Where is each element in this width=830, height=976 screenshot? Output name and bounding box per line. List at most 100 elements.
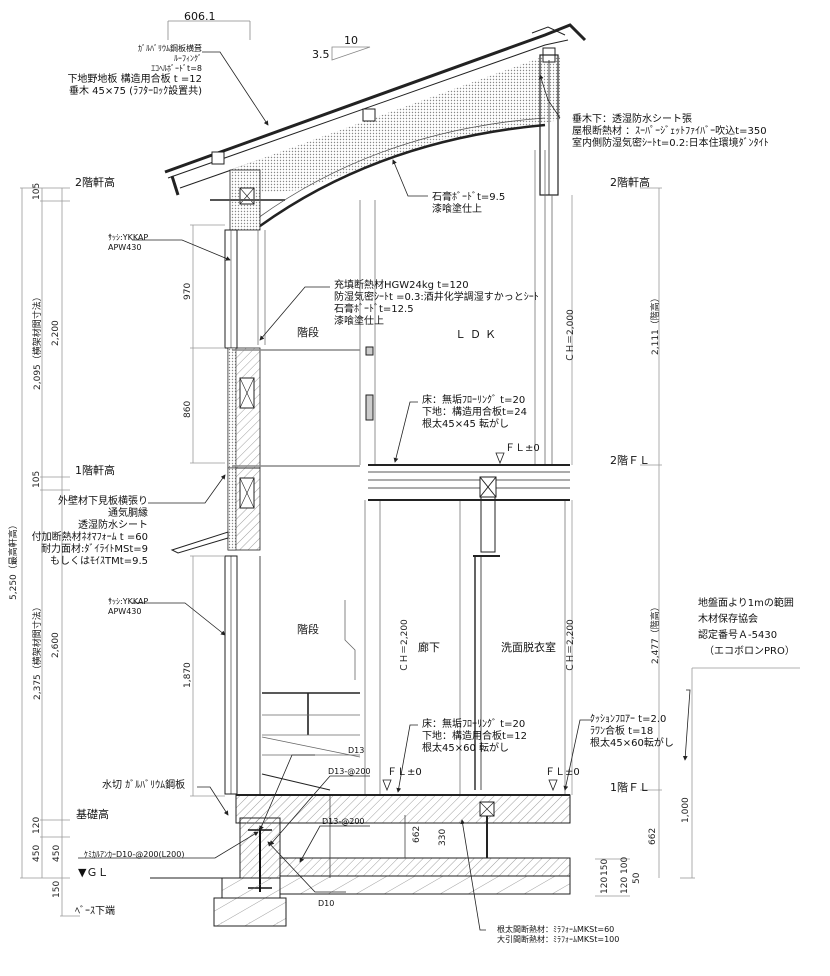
- rebar-d13-200-a: D13-@200: [328, 767, 371, 776]
- wall-furring: 通気胴縁: [108, 508, 148, 519]
- beam-insulation: 大引間断熱材：ﾐﾗﾌｫｰﾑMKSt=100: [497, 935, 620, 944]
- floor2-spec: 床：無垢ﾌﾛｰﾘﾝｸﾞ t=20 下地：構造用合板t=24 根太45×45 転が…: [422, 395, 527, 431]
- roof-insulation: [230, 56, 560, 195]
- leader-lines: [78, 51, 691, 931]
- exterior-wall-mid: [170, 467, 261, 554]
- ceiling-board: 石膏ﾎﾞｰﾄﾞt=9.5: [432, 192, 506, 203]
- floor2-joist: 根太45×45 転がし: [422, 419, 510, 430]
- dim-slab-50: 50: [632, 872, 642, 884]
- right-gable-wall: [539, 54, 559, 196]
- dim-total-5250: 5,250（最高軒高）: [9, 520, 19, 600]
- second-floor-structure: [368, 464, 570, 790]
- dim-base-150: 150: [52, 880, 62, 898]
- ch-wash: ＣＨ＝2,200: [566, 619, 576, 672]
- fl-markers: [382, 452, 558, 792]
- dim-fl1-662: 662: [648, 827, 658, 845]
- level-gl: ▼ＧＬ: [78, 866, 109, 879]
- pitch-rise: 3.5: [312, 48, 330, 61]
- ceiling-finish: 漆喰塗仕上: [432, 204, 482, 215]
- termite-association: 木材保存協会: [698, 614, 758, 625]
- roof-spec-right: 垂木下：透湿防水シート張 屋根断熱材 ：ｽｰﾊﾟｰｼﾞｪｯﾄﾌｧｲﾊﾞｰ吹込t=…: [572, 114, 769, 150]
- top-dimension: [167, 20, 251, 40]
- rebar-d13: D13: [348, 746, 365, 755]
- roof-spec-sheathing: 下地野地板 構造用合板 t =12: [67, 74, 202, 85]
- fl-mark-1f-wash: ＦＬ±0: [545, 767, 580, 778]
- curved-ceiling: [259, 123, 546, 228]
- right-dimension-lines: [329, 187, 800, 897]
- roof-spec-roofing: ﾙｰﾌｨﾝｸﾞ: [174, 54, 202, 63]
- termite-cert: 認定番号Ａ-5430: [698, 630, 778, 641]
- floor1-wet-spec: ｸｯｼｮﾝﾌﾛｱｰ t=2.0 ﾗﾜﾝ合板 t=18 根太45×60転がし: [590, 714, 674, 750]
- wall-insulation: 充填断熱材HGW24kg t=120: [334, 280, 469, 291]
- fl-mark-1f-hall: ＦＬ±0: [387, 767, 422, 778]
- wall-inner-spec: 充填断熱材HGW24kg t=120 防湿気密ｼｰﾄt =0.3:酒井化学調湿す…: [334, 280, 539, 328]
- exterior-wall-upper: [210, 169, 285, 469]
- rebar-d10: D10: [318, 899, 335, 908]
- left-dimension-lines: [20, 187, 225, 917]
- dim-eave-105-lower: 105: [32, 470, 42, 488]
- sash-upper-model: APW430: [108, 243, 142, 252]
- level-fl1-right: 1階ＦＬ: [610, 781, 650, 794]
- wet-joist: 根太45×60転がし: [590, 738, 674, 749]
- dim-found-450b: 450: [52, 844, 62, 862]
- room-stair-lower: 階段: [297, 623, 319, 636]
- dim-upper-story: 2,200: [51, 320, 61, 346]
- dim-lower-frame: 2,375（横架材間寸法）: [33, 602, 43, 700]
- wet-lauan-plywood: ﾗﾜﾝ合板 t=18: [590, 726, 654, 737]
- wall-added-insulation: 付加断熱材ﾈｵﾏﾌｫｰﾑ t =60: [31, 532, 148, 543]
- level-eave2-left: 2階軒高: [75, 176, 115, 189]
- dim-found-450a: 450: [32, 844, 42, 862]
- dim-slab-120b: 120: [620, 876, 630, 894]
- floor1-finish: 床：無垢ﾌﾛｰﾘﾝｸﾞ t=20: [422, 719, 526, 730]
- interior-lines: [257, 150, 566, 795]
- floor2-finish: 床：無垢ﾌﾛｰﾘﾝｸﾞ t=20: [422, 395, 526, 406]
- dim-eave-105-upper: 105: [32, 182, 42, 200]
- room-ldk: ＬＤＫ: [455, 328, 500, 341]
- roof-spec-insulation: 屋根断熱材 ：ｽｰﾊﾟｰｼﾞｪｯﾄﾌｧｲﾊﾞｰ吹込t=350: [572, 126, 767, 137]
- curved-ceiling-inner: [257, 117, 546, 219]
- roof-pitch-triangle: [331, 46, 371, 61]
- ch-hall: ＣＨ＝2,200: [400, 619, 410, 672]
- fl-mark-2f: ＦＬ±0: [505, 443, 540, 454]
- dim-window-970: 970: [183, 282, 193, 300]
- wall-siding: 外壁材下見板横張り: [58, 496, 148, 507]
- ceiling-spec: 石膏ﾎﾞｰﾄﾞt=9.5 漆喰塗仕上: [432, 192, 505, 216]
- roof-spec-vapor: 室内側防湿気密ｼｰﾄt=0.2:日本住環境ﾀﾞﾝﾀｲﾄ: [572, 138, 769, 149]
- room-hall: 廊下: [418, 641, 440, 654]
- roof-spec-galvalume: ｶﾞﾙﾊﾞﾘｳﾑ鋼板横葺: [138, 44, 202, 53]
- sash-lower: ｻｯｼ:YKKAP APW430: [108, 597, 148, 617]
- sash-upper-maker: ｻｯｼ:YKKAP: [108, 233, 149, 242]
- roof-spec-ecohell: ｴｺﾍﾙﾎﾞｰﾄﾞt=8: [151, 64, 202, 73]
- sash-lower-model: APW430: [108, 607, 142, 616]
- foundation: [150, 817, 571, 927]
- anchor-label: ｹﾐｶﾙｱﾝｶｰD10-@200(L200): [84, 850, 185, 859]
- dim-center-662: 662: [412, 825, 422, 843]
- roof-spec-membrane: 垂木下：透湿防水シート張: [572, 114, 692, 125]
- termite-product: （エコボロンPRO）: [704, 646, 795, 657]
- termite-spec: 地盤面より1mの範囲 木材保存協会 認定番号Ａ-5430 （エコボロンPRO）: [698, 596, 795, 660]
- floor1-spec: 床：無垢ﾌﾛｰﾘﾝｸﾞ t=20 下地：構造用合板t=12 根太45×60 転が…: [422, 719, 527, 755]
- dim-606: 606.1: [184, 10, 216, 23]
- wall-outer-spec: 外壁材下見板横張り 通気胴縁 透湿防水シート 付加断熱材ﾈｵﾏﾌｫｰﾑ t =6…: [32, 496, 148, 568]
- room-washroom: 洗面脱衣室: [501, 641, 556, 654]
- ch-ldk: ＣＨ＝2,000: [566, 309, 576, 362]
- rebar-d13-200-b: D13-@200: [322, 817, 365, 826]
- level-eave1-left: 1階軒高: [75, 464, 115, 477]
- dim-slab-100: 100: [620, 856, 630, 874]
- room-stair-upper: 階段: [297, 326, 319, 339]
- dim-upper-storey-height: 2,111（階高）: [651, 293, 661, 355]
- level-base-bottom: ﾍﾞｰｽ下端: [75, 906, 115, 917]
- termite-range: 地盤面より1mの範囲: [698, 598, 794, 609]
- dim-upper-frame: 2,095（横架材間寸法）: [33, 292, 43, 390]
- floor2-subfloor: 下地：構造用合板t=24: [422, 407, 528, 418]
- wet-cushion-floor: ｸｯｼｮﾝﾌﾛｱｰ t=2.0: [590, 714, 667, 725]
- floor1-subfloor: 下地：構造用合板t=12: [422, 731, 528, 742]
- wall-plaster: 漆喰塗仕上: [334, 316, 384, 327]
- dim-center-330: 330: [438, 828, 448, 846]
- water-cut-label: 水切 ｶﾞﾙﾊﾞﾘｳﾑ鋼板: [102, 780, 186, 791]
- dim-slab-150: 150: [600, 858, 610, 876]
- dim-window-1870: 1,870: [183, 662, 193, 688]
- first-floor-structure: [235, 794, 571, 858]
- dim-found-120: 120: [32, 816, 42, 834]
